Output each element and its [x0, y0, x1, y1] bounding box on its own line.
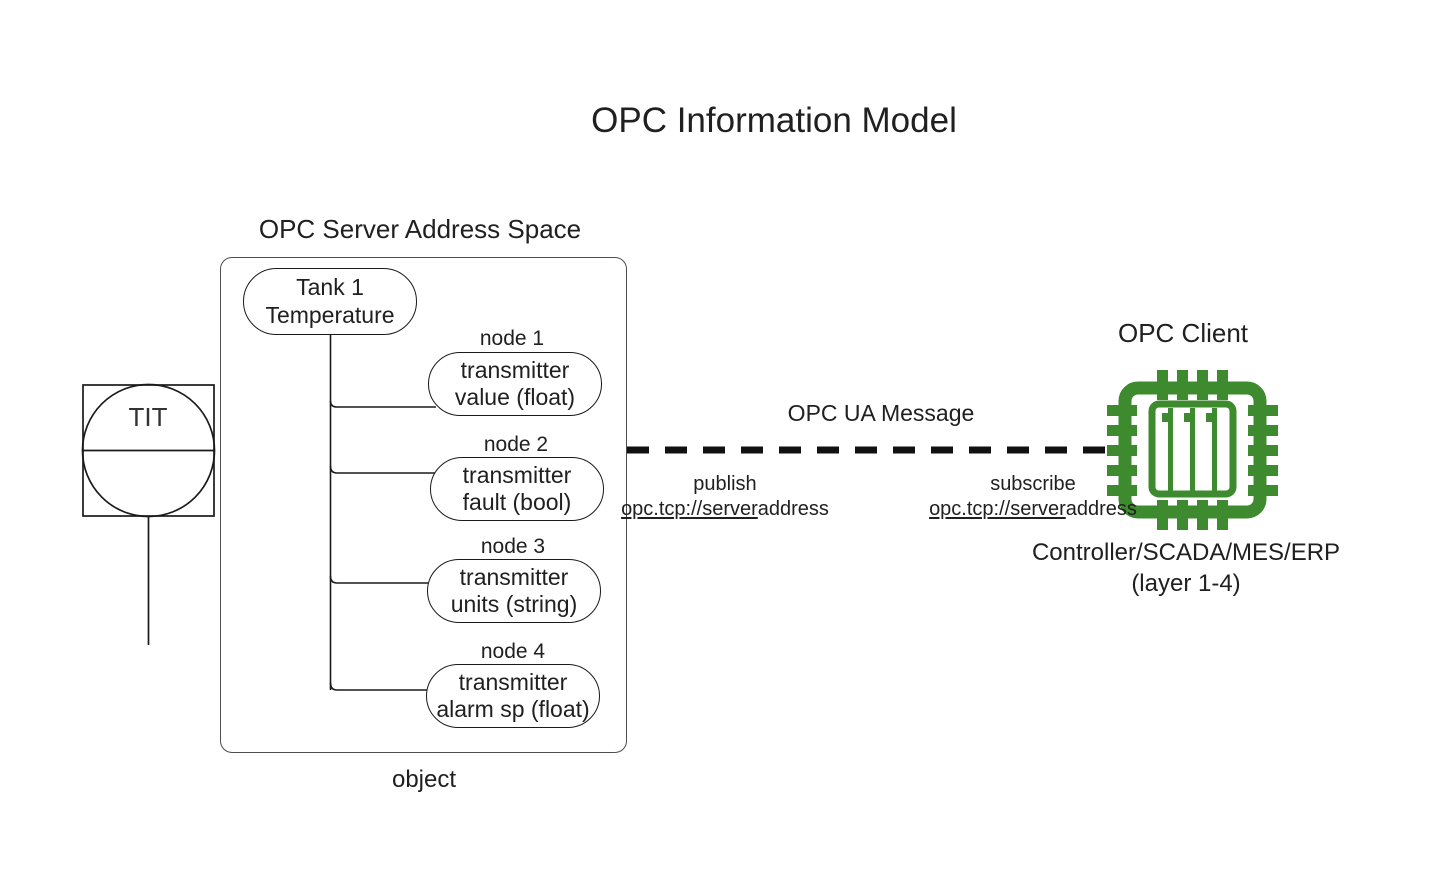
- tank-node-line2: Temperature: [265, 301, 395, 328]
- publish-address-host: address: [757, 497, 829, 520]
- node-1-line1: transmitter: [460, 356, 570, 383]
- node-caption-1: node 1: [479, 327, 545, 350]
- node-4-line2: alarm sp (float): [436, 696, 590, 722]
- subscribe-endpoint: subscribe opc.tcp://serveraddress: [929, 472, 1137, 522]
- object-footer-label: object: [391, 766, 457, 793]
- variable-node-3[interactable]: transmitter units (string): [427, 559, 601, 623]
- node-2-line1: transmitter: [462, 461, 572, 488]
- node-caption-2: node 2: [483, 433, 549, 456]
- client-caption-line1: Controller/SCADA/MES/ERP: [1031, 539, 1341, 566]
- node-3-line2: units (string): [450, 591, 578, 617]
- page-title: OPC Information Model: [591, 101, 957, 140]
- variable-node-2[interactable]: transmitter fault (bool): [430, 457, 604, 521]
- node-caption-4: node 4: [480, 640, 546, 663]
- client-caption-line2: (layer 1-4): [1131, 570, 1241, 598]
- variable-node-4[interactable]: transmitter alarm sp (float): [426, 664, 600, 728]
- server-section-title: OPC Server Address Space: [258, 214, 582, 244]
- node-1-line2: value (float): [454, 384, 576, 410]
- publish-address[interactable]: opc.tcp://serveraddress: [621, 497, 829, 522]
- tank-node-line1: Tank 1: [296, 274, 364, 301]
- variable-node-1[interactable]: transmitter value (float): [428, 352, 602, 416]
- server-address-space-container: [220, 257, 627, 753]
- client-section-title: OPC Client: [1117, 318, 1249, 348]
- instrument-tag-label: TIT: [128, 402, 168, 432]
- publish-verb: publish: [693, 473, 757, 495]
- subscribe-verb: subscribe: [990, 473, 1076, 495]
- opc-ua-message-label: OPC UA Message: [787, 400, 975, 426]
- node-4-line1: transmitter: [458, 668, 568, 695]
- object-node-tank-1-temperature[interactable]: Tank 1 Temperature: [243, 268, 417, 335]
- publish-address-protocol: opc.tcp://server: [621, 497, 758, 520]
- subscribe-address-protocol: opc.tcp://server: [929, 497, 1066, 520]
- node-3-line1: transmitter: [459, 563, 569, 590]
- node-caption-3: node 3: [480, 535, 546, 558]
- publish-endpoint: publish opc.tcp://serveraddress: [621, 472, 829, 522]
- client-caption: Controller/SCADA/MES/ERP (layer 1-4): [1032, 537, 1340, 599]
- node-2-line2: fault (bool): [462, 489, 572, 515]
- subscribe-address[interactable]: opc.tcp://serveraddress: [929, 497, 1137, 522]
- subscribe-address-host: address: [1065, 497, 1137, 520]
